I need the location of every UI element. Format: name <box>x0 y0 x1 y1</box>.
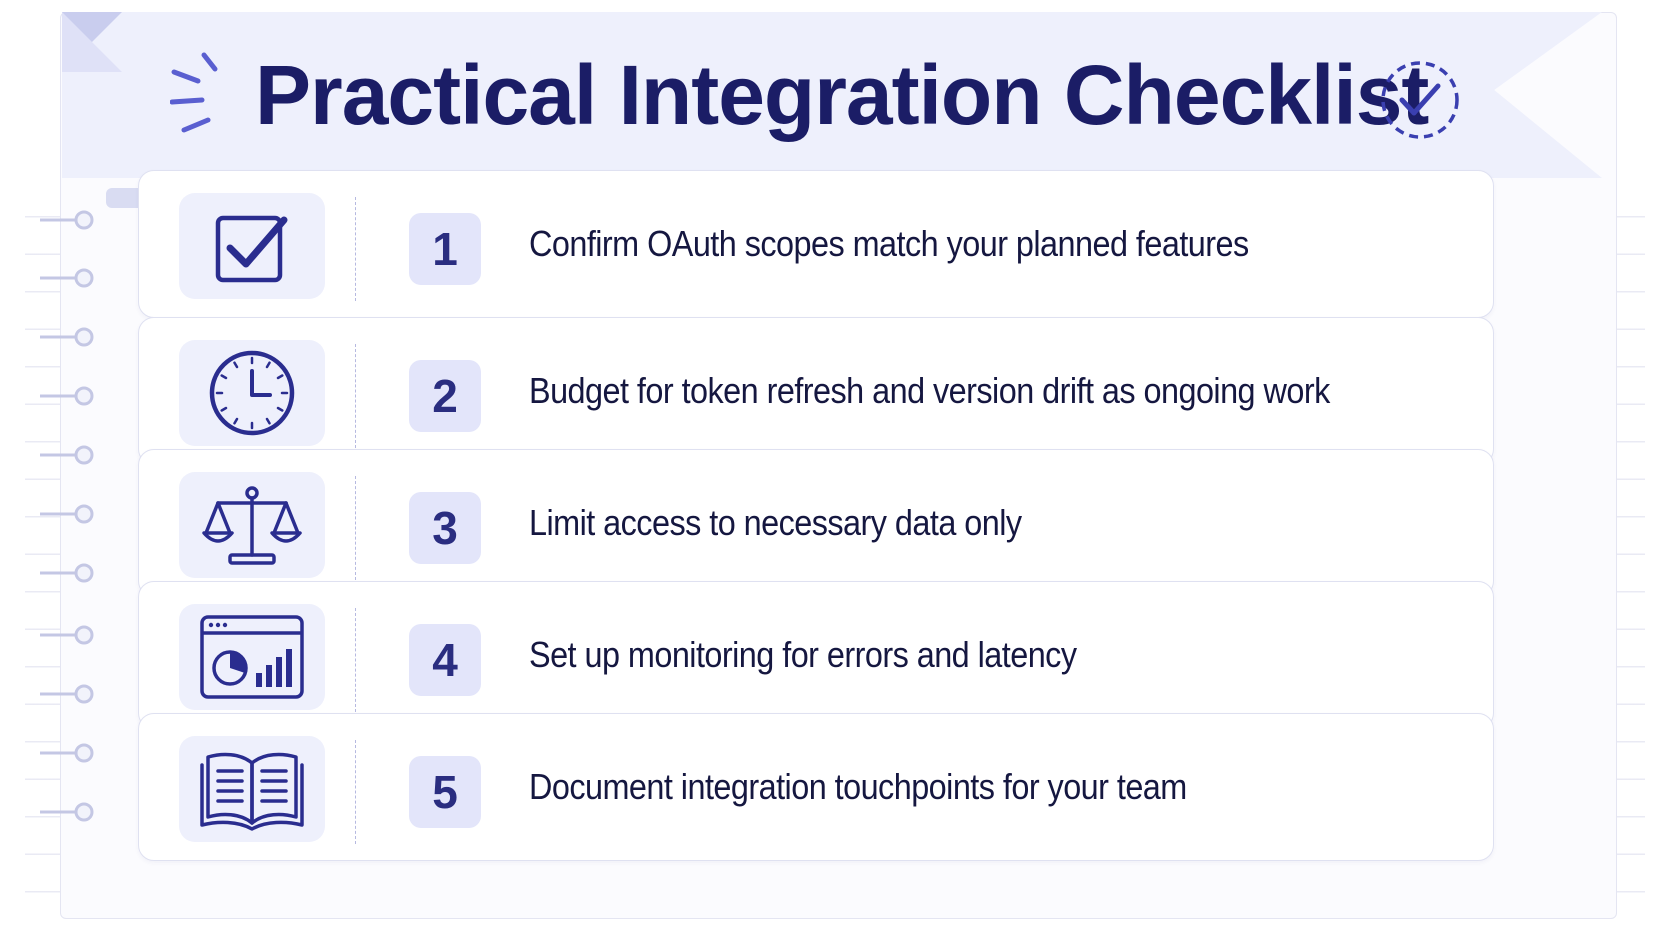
checklist-item: 2 Budget for token refresh and version d… <box>138 317 1494 465</box>
item-number-badge: 4 <box>409 624 481 696</box>
open-book-icon <box>200 752 304 831</box>
item-number-badge: 2 <box>409 360 481 432</box>
clock-icon <box>209 350 295 436</box>
spiral-ring-icon <box>40 563 94 583</box>
page-corner <box>62 12 122 72</box>
dashboard-chart-icon <box>200 615 304 699</box>
spiral-ring-icon <box>40 445 94 465</box>
item-text: Limit access to necessary data only <box>529 502 1022 543</box>
item-icon-tile <box>179 604 325 710</box>
row-divider <box>355 608 356 712</box>
checkbox-icon <box>215 215 288 283</box>
checklist-item: 5 Document integration touchpoints for y… <box>138 713 1494 861</box>
item-number-badge: 3 <box>409 492 481 564</box>
item-text: Document integration touchpoints for you… <box>529 766 1187 807</box>
dashed-circle-check-icon <box>1381 61 1459 139</box>
row-divider <box>355 197 356 301</box>
sparkle-lines-icon <box>170 52 218 133</box>
item-text: Set up monitoring for errors and latency <box>529 634 1077 675</box>
item-icon-tile <box>179 193 325 299</box>
row-divider <box>355 344 356 448</box>
spiral-ring-icon <box>40 210 94 230</box>
spiral-ring-icon <box>40 684 94 704</box>
checklist-item: 3 Limit access to necessary data only <box>138 449 1494 597</box>
spiral-ring-icon <box>40 743 94 763</box>
page-title: Practical Integration Checklist <box>255 48 1429 142</box>
title-banner <box>62 12 1602 178</box>
row-divider <box>355 476 356 580</box>
page-tab-marker <box>106 188 144 208</box>
item-number-badge: 5 <box>409 756 481 828</box>
spiral-ring-icon <box>40 802 94 822</box>
balance-scale-icon <box>202 486 302 565</box>
item-number-badge: 1 <box>409 213 481 285</box>
item-icon-tile <box>179 340 325 446</box>
spiral-ring-icon <box>40 386 94 406</box>
item-text: Budget for token refresh and version dri… <box>529 370 1330 411</box>
spiral-ring-icon <box>40 504 94 524</box>
item-text: Confirm OAuth scopes match your planned … <box>529 223 1249 264</box>
spiral-ring-icon <box>40 327 94 347</box>
checklist-item: 4 Set up monitoring for errors and laten… <box>138 581 1494 729</box>
spiral-ring-icon <box>40 625 94 645</box>
item-icon-tile <box>179 736 325 842</box>
checklist: 1 Confirm OAuth scopes match your planne… <box>138 170 1494 861</box>
checklist-item: 1 Confirm OAuth scopes match your planne… <box>138 170 1494 318</box>
spiral-ring-icon <box>40 268 94 288</box>
item-icon-tile <box>179 472 325 578</box>
row-divider <box>355 740 356 844</box>
